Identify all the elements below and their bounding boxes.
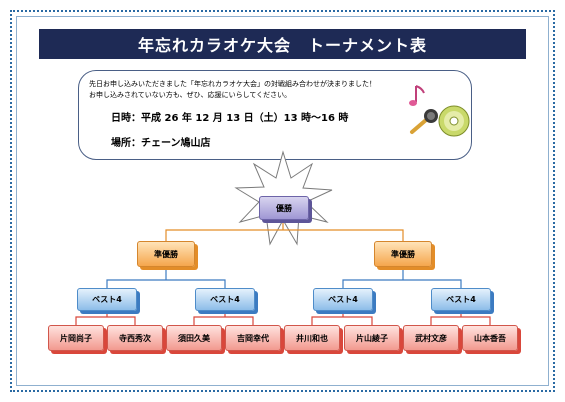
notice-box: 先日お申し込みいただきました「年忘れカラオケ大会」の対戦組み合わせが決まりました…: [78, 70, 472, 160]
event-place: 場所：チェーン鳩山店: [111, 138, 211, 149]
event-date: 日時：平成 26 年 12 月 13 日（土）13 時～16 時: [111, 113, 349, 124]
music-note-icon: [409, 85, 425, 106]
notice-line-1: 先日お申し込みいただきました「年忘れカラオケ大会」の対戦組み合わせが決まりました…: [89, 80, 376, 88]
player-box-3: 須田久美: [166, 325, 222, 351]
player-box-6: 片山綾子: [344, 325, 400, 351]
player-box-2: 寺西秀次: [107, 325, 163, 351]
best4-box-1: ベスト4: [77, 288, 137, 311]
notice-line-2: お申し込みされていない方も、ぜひ、応援にいらしてください。: [89, 91, 292, 99]
karaoke-illustration: [409, 85, 470, 137]
page-border-inner: [16, 16, 549, 386]
cd-disc-icon: [438, 105, 470, 137]
best4-box-4: ベスト4: [431, 288, 491, 311]
player-box-7: 武村文彦: [403, 325, 459, 351]
microphone-icon: [410, 109, 438, 134]
best4-box-2: ベスト4: [195, 288, 255, 311]
runner-up-box-right: 準優勝: [374, 241, 432, 267]
runner-up-box-left: 準優勝: [137, 241, 195, 267]
best4-box-3: ベスト4: [313, 288, 373, 311]
page-title: 年忘れカラオケ大会 トーナメント表: [39, 29, 526, 59]
player-box-8: 山本香吾: [462, 325, 518, 351]
player-box-4: 吉岡幸代: [225, 325, 281, 351]
player-box-1: 片岡尚子: [48, 325, 104, 351]
page-border-outer: [10, 10, 555, 392]
champion-box: 優勝: [259, 196, 309, 220]
player-box-5: 井川和也: [284, 325, 340, 351]
